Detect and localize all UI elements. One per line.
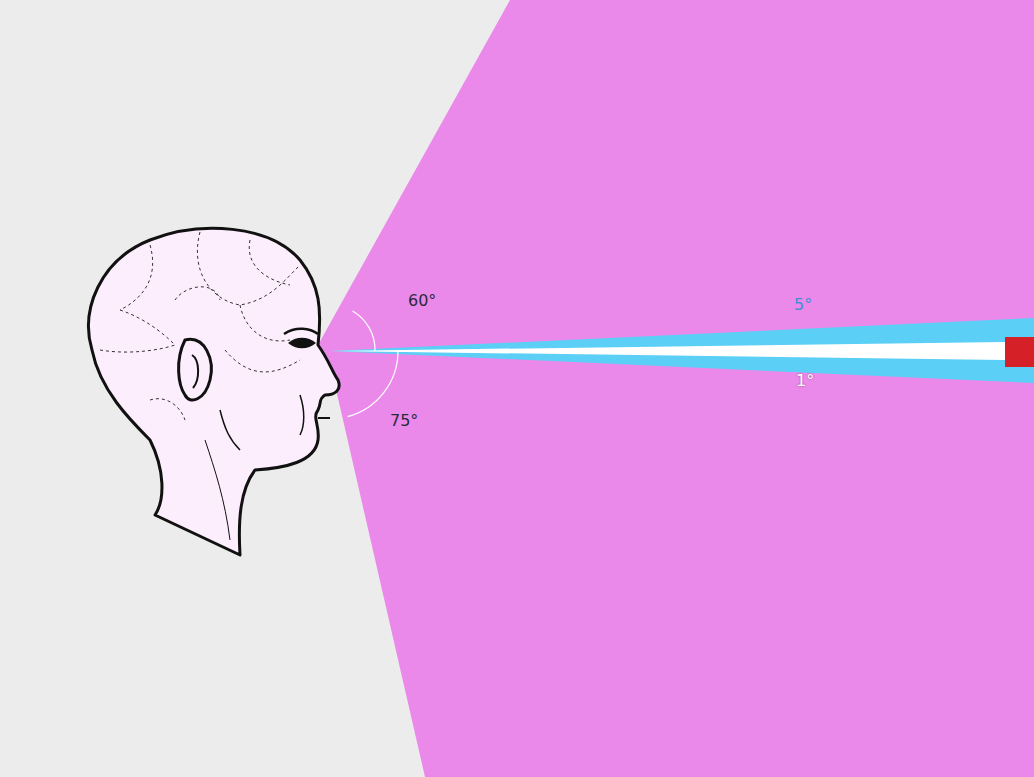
central-beam [330, 342, 1005, 360]
angle-label: 1° [796, 373, 814, 389]
focus-wedge [330, 318, 1034, 383]
target-block [1005, 337, 1034, 367]
head-profile [89, 228, 340, 555]
angle-label: 5° [794, 297, 812, 313]
angle-label: 75° [390, 413, 418, 429]
angle-arc [353, 311, 376, 351]
angle-arc [348, 351, 398, 417]
angle-label: 60° [408, 293, 436, 309]
visual-field-wedge [318, 0, 1034, 777]
